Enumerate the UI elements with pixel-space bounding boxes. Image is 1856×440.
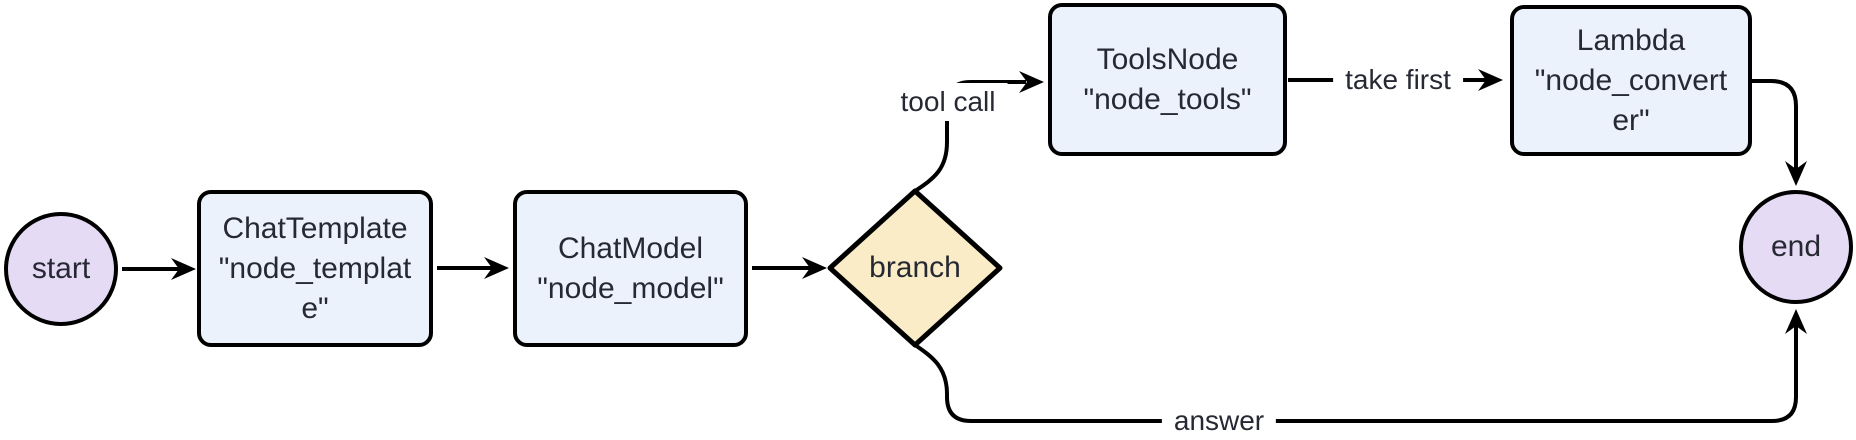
edge-converter-to-end (1752, 79, 1798, 169)
node-chat-model: ChatModel "node_model" (513, 190, 748, 347)
arrowhead-model-to-branch (802, 257, 827, 279)
node-start-label: start (31, 252, 91, 285)
arrowhead-tools-to-converter (1478, 69, 1503, 91)
arrowhead-converter-to-end (1785, 161, 1807, 186)
node-end-label: end (1770, 230, 1822, 263)
edge-label-tool-call: tool call (888, 83, 1008, 121)
edge-label-take-first: take first (1333, 61, 1463, 99)
arrowhead-template-to-model (484, 257, 509, 279)
branch-diamond-shape (827, 188, 1003, 348)
node-lambda-line3: er" (1612, 103, 1650, 137)
arrowhead-branch-to-end (1785, 309, 1807, 334)
node-lambda-line2: "node_convert (1534, 63, 1728, 97)
node-chat-template-line3: e" (301, 291, 329, 325)
arrowhead-branch-to-tools (1019, 71, 1044, 93)
node-chat-model-line2: "node_model" (537, 271, 724, 305)
node-chat-model-line1: ChatModel (557, 231, 704, 265)
node-chat-template-line2: "node_templat (218, 251, 412, 285)
node-tools-line1: ToolsNode (1096, 42, 1239, 76)
node-tools: ToolsNode "node_tools" (1048, 3, 1287, 156)
node-chat-template-line1: ChatTemplate (222, 211, 408, 245)
node-end: end (1739, 190, 1853, 304)
arrowhead-start-to-template (171, 258, 196, 280)
node-tools-line2: "node_tools" (1083, 82, 1252, 116)
node-branch-label: branch (869, 251, 961, 284)
node-lambda-converter: Lambda "node_convert er" (1510, 5, 1752, 156)
node-lambda-line1: Lambda (1576, 23, 1686, 57)
edge-branch-to-end (913, 326, 1798, 423)
node-start: start (4, 212, 118, 326)
edge-label-answer: answer (1161, 402, 1277, 440)
node-chat-template: ChatTemplate "node_templat e" (197, 190, 433, 347)
